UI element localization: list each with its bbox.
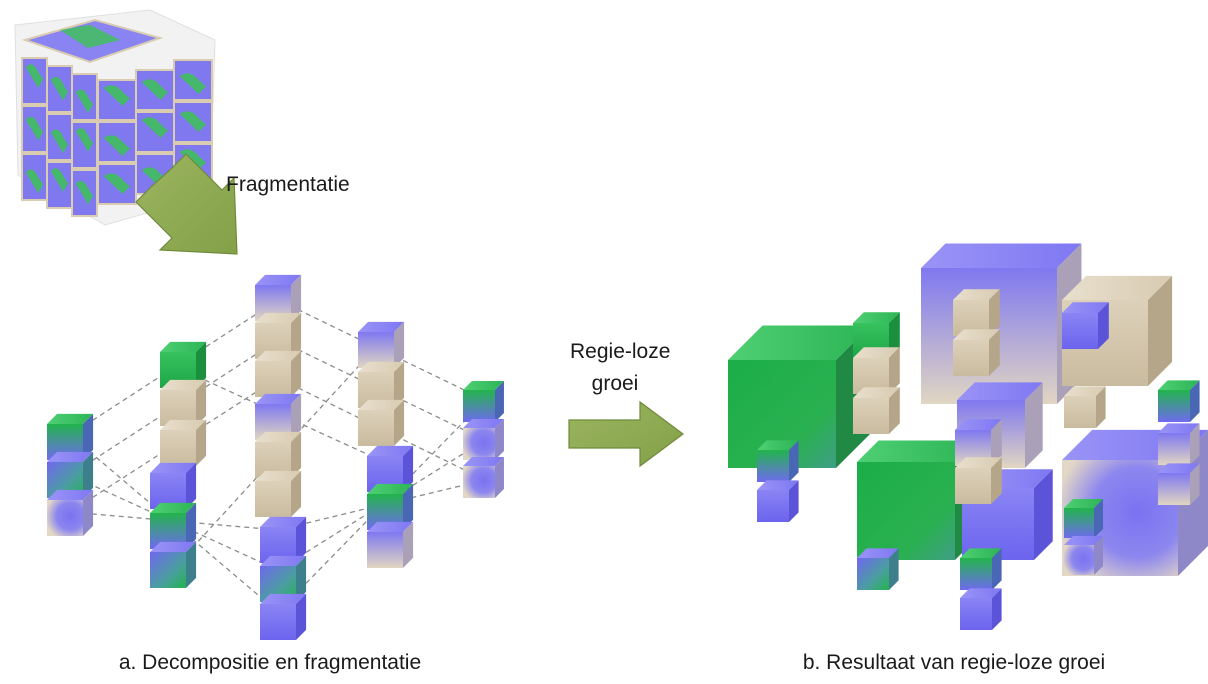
growth-label-line1: Regie-loze — [570, 340, 671, 363]
cube-right-tile-7 — [97, 163, 137, 205]
caption-b: b. Resultaat van regie-loze groei — [802, 651, 1106, 674]
fragmentation-label: Fragmentatie — [226, 173, 350, 196]
grown-cube-13 — [1062, 302, 1109, 349]
cube-left-tile-8 — [46, 161, 73, 209]
grown-cube-12 — [953, 329, 1000, 376]
cube-left-tile-5 — [46, 113, 73, 161]
fragment-cube-13 — [463, 381, 504, 422]
grown-cube-26 — [960, 588, 1002, 630]
assembled-cube — [14, 9, 216, 226]
fragment-cube-18 — [47, 489, 94, 536]
grown-cube-9 — [853, 347, 900, 394]
growth-arrow — [568, 400, 685, 468]
cube-right-tile-6 — [173, 101, 213, 143]
grown-cube-20 — [955, 419, 1002, 466]
grown-cube-17 — [1158, 463, 1200, 505]
growth-label: Regie-loze groei — [570, 336, 671, 400]
cube-left-tile-4 — [21, 105, 48, 153]
fragment-cube-24 — [367, 521, 414, 568]
cube-right-tile-2 — [135, 69, 175, 111]
fragment-cube-3 — [255, 350, 302, 397]
cube-left-tile-2 — [46, 65, 73, 113]
fragment-cube-12 — [358, 399, 405, 446]
grown-cube-16 — [1158, 423, 1200, 465]
caption-a: a. Decompositie en fragmentatie — [118, 651, 422, 674]
grown-cube-14 — [1064, 386, 1106, 428]
cube-right-tile-4 — [97, 121, 137, 163]
fragmentation-arrow — [135, 153, 238, 255]
cube-left-tile-9 — [71, 169, 98, 217]
fragment-cube-16 — [47, 413, 94, 460]
grown-cube-11 — [953, 289, 1000, 336]
grown-cube-2 — [728, 325, 871, 468]
grown-cube-15 — [1158, 380, 1200, 422]
grown-cube-24 — [857, 548, 899, 590]
growth-label-line2: groei — [591, 372, 639, 395]
grown-cubes — [728, 243, 1208, 630]
grown-cube-25 — [960, 548, 1002, 590]
grown-cube-18 — [757, 440, 799, 482]
cube-left-tile-1 — [21, 57, 48, 105]
grown-cube-22 — [1064, 499, 1103, 538]
fragment-cube-6 — [255, 470, 302, 517]
cube-right-tile-3 — [173, 59, 213, 101]
fragment-cube-11 — [358, 361, 405, 408]
cube-left-tile-6 — [71, 121, 98, 169]
cube-left-tile-3 — [71, 73, 98, 121]
fragment-cube-9 — [160, 419, 207, 466]
fragment-cube-14 — [463, 419, 504, 460]
fragmented-cubes — [47, 274, 504, 640]
cube-left-tile-7 — [21, 153, 48, 201]
fragment-cube-19 — [150, 462, 197, 509]
cube-right-tile-5 — [135, 111, 175, 153]
cube-right-tile-1 — [97, 79, 137, 121]
fragment-cube-10 — [358, 321, 405, 368]
fragment-cube-22 — [367, 445, 414, 492]
fragment-cube-21 — [150, 541, 197, 588]
fragment-cube-27 — [260, 593, 307, 640]
fragment-cube-15 — [463, 457, 504, 498]
grown-cube-23 — [1064, 536, 1103, 575]
grown-cube-1 — [921, 243, 1082, 404]
grown-cube-10 — [853, 387, 900, 434]
grown-cube-19 — [757, 480, 799, 522]
fragment-cube-8 — [160, 379, 207, 426]
grown-cube-21 — [955, 457, 1002, 504]
